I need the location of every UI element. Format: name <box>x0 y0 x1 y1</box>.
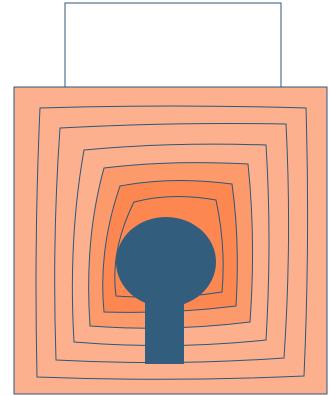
top-box <box>64 2 282 88</box>
keyhole-stem <box>145 282 184 364</box>
keyhole-head <box>116 217 216 307</box>
